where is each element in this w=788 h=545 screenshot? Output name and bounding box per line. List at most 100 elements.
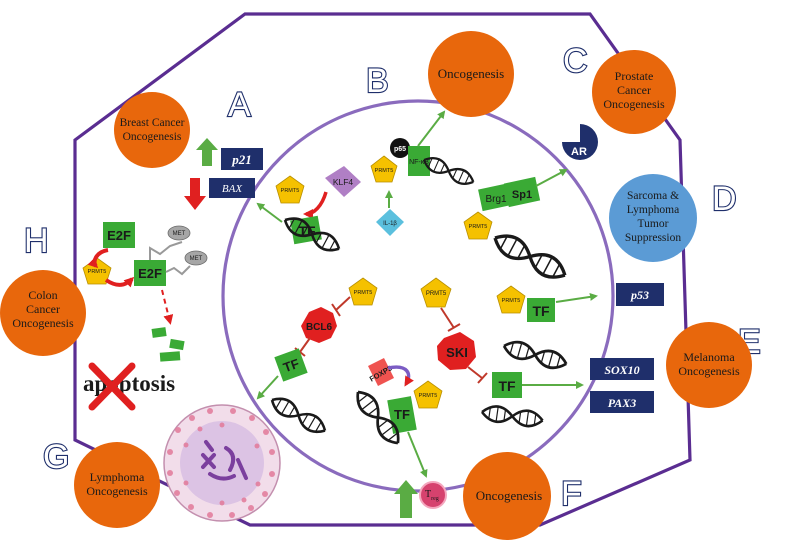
tf-box-bcl6: TF	[274, 348, 308, 382]
prmt5-pentagon-p53: PRMT5	[496, 285, 526, 314]
svg-text:PRMT5: PRMT5	[281, 188, 300, 194]
tf-box-p53: TF	[527, 298, 555, 322]
svg-text:MET: MET	[190, 256, 203, 262]
prostate-cancer-outcome: Prostate Cancer Oncogenesis	[592, 50, 676, 134]
svg-text:Tumor: Tumor	[638, 218, 669, 230]
dna-helix-p53	[500, 336, 570, 373]
svg-text:Oncogenesis: Oncogenesis	[603, 97, 665, 111]
e2f-degradation-dashed-arrow-icon	[161, 289, 174, 325]
breast-cancer-outcome: Breast Cancer Oncogenesis	[114, 92, 190, 168]
svg-text:Cancer: Cancer	[617, 83, 651, 97]
apoptosis-crossed-label: apoptosis	[83, 362, 175, 411]
svg-text:KLF4: KLF4	[333, 177, 354, 187]
svg-text:Breast Cancer: Breast Cancer	[120, 117, 185, 129]
svg-text:PRMT5: PRMT5	[469, 224, 488, 230]
lymphocyte-cell-image	[163, 404, 281, 522]
panel-letter-d: D	[712, 180, 737, 218]
svg-text:Oncogenesis: Oncogenesis	[86, 484, 148, 498]
svg-text:PAX3: PAX3	[608, 396, 636, 410]
androgen-receptor-icon: AR	[562, 124, 598, 160]
svg-text:Sarcoma &: Sarcoma &	[627, 190, 679, 202]
svg-text:Melanoma: Melanoma	[683, 350, 735, 364]
bax-label-box: BAX	[209, 178, 255, 198]
svg-text:SOX10: SOX10	[604, 363, 639, 377]
met-ellipse-2: MET	[184, 250, 208, 266]
p53-label-box: p53	[616, 283, 664, 306]
met-chain-2	[165, 265, 191, 276]
panel-letter-c: C	[563, 42, 588, 80]
nfkb-output-arrow-icon	[417, 110, 446, 147]
svg-text:Lymphoma: Lymphoma	[90, 470, 145, 484]
p21-up-arrow-icon	[196, 138, 218, 166]
panel-letter-f: F	[561, 475, 582, 513]
treg-up-arrow-icon	[394, 480, 418, 518]
svg-text:Sp1: Sp1	[512, 189, 532, 201]
treg-cell-icon: Treg	[419, 481, 447, 509]
svg-text:PRMT5: PRMT5	[375, 168, 394, 174]
svg-text:Colon: Colon	[28, 288, 57, 302]
foxp3-methylation-arrow-icon	[387, 365, 414, 387]
prmt5-pentagon-foxp3: PRMT5	[413, 380, 443, 409]
bax-down-arrow-icon	[184, 178, 206, 210]
panel-letter-h: H	[24, 222, 49, 260]
svg-text:TF: TF	[498, 378, 516, 394]
svg-text:AR: AR	[571, 146, 587, 158]
dna-helix-ski	[479, 403, 545, 430]
cell-nucleus-circle	[221, 99, 615, 493]
prmt5-pentagon-sp1: PRMT5	[463, 211, 493, 240]
svg-text:Oncogenesis: Oncogenesis	[438, 66, 504, 81]
svg-text:IL-1β: IL-1β	[383, 221, 397, 227]
svg-text:Lymphoma: Lymphoma	[627, 204, 679, 216]
svg-text:SKI: SKI	[446, 345, 468, 360]
svg-text:Oncogenesis: Oncogenesis	[12, 316, 74, 330]
svg-text:TF: TF	[532, 303, 550, 319]
svg-text:p65: p65	[394, 146, 406, 153]
p21-label-box: p21	[221, 148, 263, 170]
lymphoma-outcome: Lymphoma Oncogenesis	[74, 442, 160, 528]
svg-text:PRMT5: PRMT5	[419, 393, 438, 399]
p65-circle: p65	[390, 138, 410, 158]
svg-text:Cancer: Cancer	[26, 302, 60, 316]
svg-text:p53: p53	[630, 288, 649, 302]
sp1-output-arrow-icon	[535, 169, 568, 187]
svg-text:PRMT5: PRMT5	[88, 269, 107, 275]
panel-letter-a: A	[228, 86, 251, 124]
degraded-e2f-fragments	[151, 327, 185, 362]
svg-text:Suppression: Suppression	[625, 232, 681, 244]
p53-output-arrow-icon	[555, 292, 598, 303]
ski-inhibits-tf-icon	[467, 366, 488, 384]
met-chain-1	[149, 241, 183, 260]
e2f-box-methylated: E2F	[134, 260, 166, 286]
prmt5-inhibits-bcl6-icon	[331, 296, 351, 317]
svg-text:p21: p21	[231, 152, 252, 167]
ski-octagon: SKI	[437, 332, 476, 370]
prmt5-to-e2f-arrow-icon	[104, 276, 135, 288]
brg1-box: Brg1	[478, 182, 514, 212]
bcl6-octagon: BCL6	[301, 307, 337, 343]
svg-text:PRMT5: PRMT5	[502, 298, 521, 304]
svg-text:TF: TF	[281, 356, 301, 376]
foxp3-output-arrow-icon	[407, 431, 428, 478]
klf4-methylation-arrow-icon	[303, 191, 328, 219]
met-ellipse-1: MET	[167, 225, 191, 241]
e2f-methylation-arrow-icon	[87, 248, 109, 269]
svg-text:BCL6: BCL6	[306, 322, 333, 333]
foxp3-box: FOXP3	[368, 358, 394, 386]
svg-text:PRMT5: PRMT5	[426, 291, 447, 297]
e2f-box-top: E2F	[103, 222, 135, 248]
dna-helix-sp1	[488, 227, 572, 286]
pax3-label-box: PAX3	[590, 391, 654, 413]
sarcoma-lymphoma-outcome: Sarcoma & Lymphoma Tumor Suppression	[609, 174, 697, 262]
svg-text:BAX: BAX	[222, 183, 243, 195]
bcl6-output-arrow-icon	[256, 375, 279, 400]
svg-text:NF-κB: NF-κB	[409, 159, 429, 166]
sox10-label-box: SOX10	[590, 358, 654, 380]
prmt5-pentagon-ski: PRMT5	[420, 277, 452, 308]
svg-text:MET: MET	[173, 231, 186, 237]
svg-text:E2F: E2F	[138, 266, 162, 281]
panel-letter-g: G	[43, 438, 69, 476]
colon-cancer-outcome: Colon Cancer Oncogenesis	[0, 270, 86, 356]
svg-text:PRMT5: PRMT5	[354, 290, 373, 296]
svg-text:Oncogenesis: Oncogenesis	[678, 364, 740, 378]
svg-text:Treg: Treg	[425, 489, 439, 502]
